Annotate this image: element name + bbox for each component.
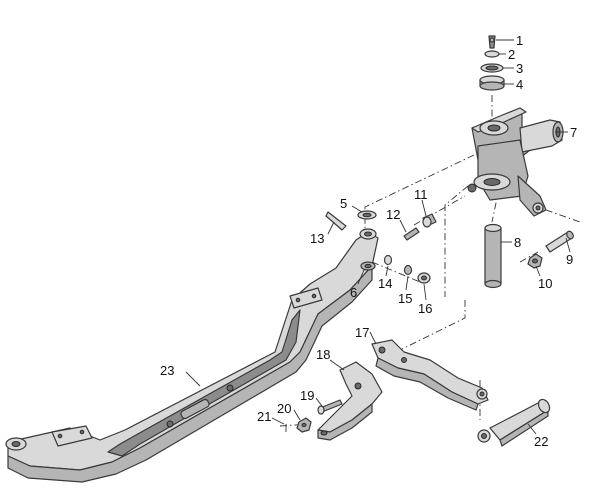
small-hardware: [325, 210, 437, 284]
steering-arm: [371, 339, 489, 411]
tie-rod-nut: [527, 253, 543, 269]
callout-numbers: 1 2 3 4 5 6 7 8 9 10 11 12 13 14 15 16 1…: [160, 33, 577, 449]
label-2: 2: [508, 47, 515, 62]
label-17: 17: [355, 325, 369, 340]
label-3: 3: [516, 61, 523, 76]
label-14: 14: [378, 276, 392, 291]
label-16: 16: [418, 301, 432, 316]
tie-rod-pin: [545, 230, 574, 253]
tie-rod: [477, 398, 551, 447]
label-9: 9: [566, 252, 573, 267]
leader-lines: [185, 39, 571, 435]
label-19: 19: [300, 388, 314, 403]
label-11: 11: [414, 187, 428, 202]
label-18: 18: [316, 347, 330, 362]
axle-beam: [5, 228, 379, 483]
label-10: 10: [538, 276, 552, 291]
label-4: 4: [516, 77, 523, 92]
label-21: 21: [257, 409, 271, 424]
label-1: 1: [516, 33, 523, 48]
label-5: 5: [340, 196, 347, 211]
label-20: 20: [277, 401, 291, 416]
bracket: [317, 361, 383, 441]
label-13: 13: [310, 231, 324, 246]
steering-knuckle: [467, 107, 564, 217]
bolt-nut-pin: [285, 399, 343, 433]
label-15: 15: [398, 291, 412, 306]
king-pin: [484, 223, 502, 289]
label-22: 22: [534, 434, 548, 449]
label-8: 8: [514, 235, 521, 250]
label-7: 7: [570, 125, 577, 140]
label-6: 6: [350, 285, 357, 300]
label-23: 23: [160, 363, 174, 378]
cap-stack: [479, 35, 505, 91]
label-12: 12: [386, 207, 400, 222]
